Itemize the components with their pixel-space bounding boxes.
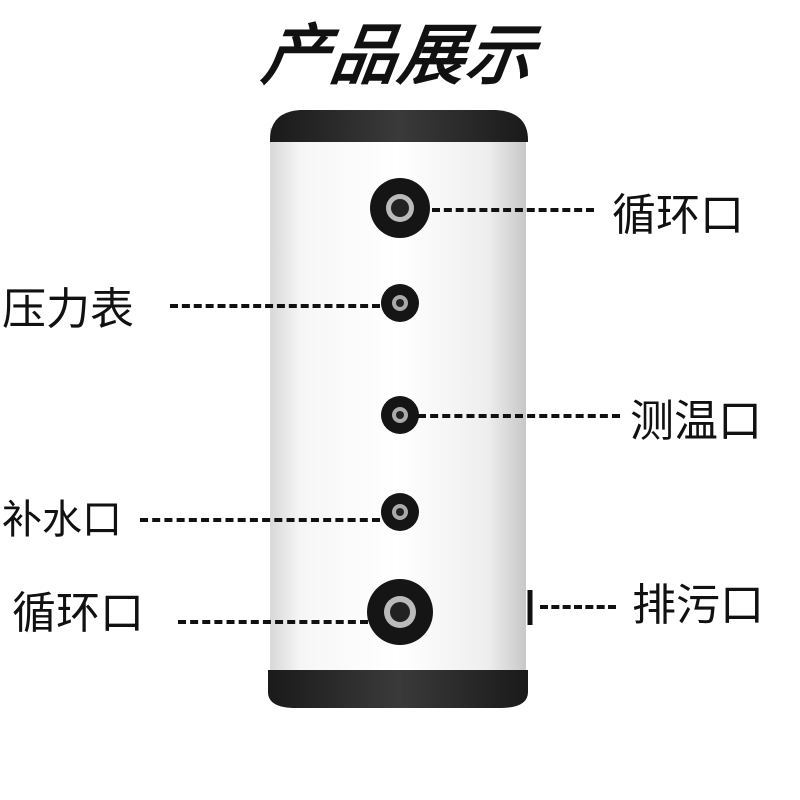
label-drain-port: 排污口 (632, 580, 764, 631)
label-temperature-port: 测温口 (630, 396, 762, 447)
leader-refill-port (140, 518, 380, 522)
port-refill (381, 493, 419, 531)
leader-temperature-port (418, 414, 620, 418)
label-circulation-bottom: 循环口 (12, 588, 144, 639)
leader-circulation-top (432, 208, 594, 212)
port-circulation-bottom (367, 579, 433, 645)
port-temperature (381, 396, 419, 434)
port-pressure-gauge (381, 284, 419, 322)
leader-drain-port (540, 605, 616, 609)
label-refill-port: 补水口 (2, 497, 122, 543)
port-circulation-top (370, 178, 430, 238)
tank-bottom-band (268, 670, 528, 708)
label-pressure-gauge: 压力表 (2, 284, 134, 335)
label-circulation-top: 循环口 (612, 190, 744, 241)
leader-pressure-gauge (170, 304, 380, 308)
leader-circulation-bottom (178, 620, 368, 624)
tank-top-cap (270, 110, 528, 142)
